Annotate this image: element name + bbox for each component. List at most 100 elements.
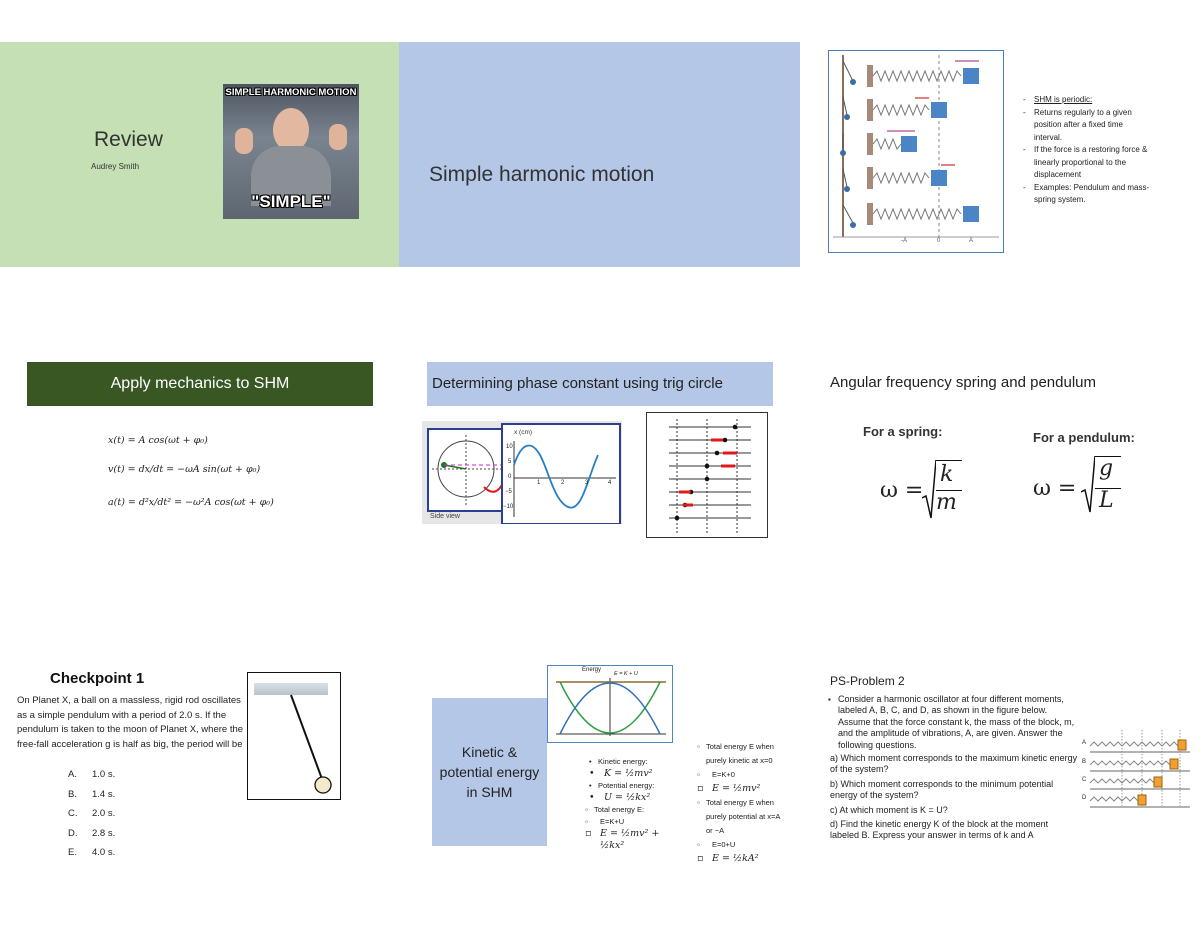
sqrt-sign xyxy=(1081,456,1095,513)
pendulum-L: L xyxy=(1099,488,1114,513)
option-e[interactable]: E.4.0 s. xyxy=(68,847,116,859)
pendulum-figure xyxy=(247,672,341,800)
row-1 xyxy=(867,60,979,87)
option-b[interactable]: B.1.4 s. xyxy=(68,788,116,800)
y-tick-neg10: −10 xyxy=(503,504,514,510)
pendulum-ceiling xyxy=(254,683,328,695)
mass-spring-figure: -A 0 A xyxy=(828,50,1004,253)
option-c[interactable]: C.2.0 s. xyxy=(68,808,116,820)
potential-curve xyxy=(559,681,661,734)
title-box: Kinetic & potential energy in SHM xyxy=(432,698,547,846)
meme-figure-head xyxy=(273,108,309,152)
purely-potential-label: Total energy E when purely potential at … xyxy=(697,796,788,838)
slide-title: PS-Problem 2 xyxy=(830,674,905,688)
slide-title: Checkpoint 1 xyxy=(50,670,145,687)
kinetic-curve xyxy=(559,682,661,735)
eq-velocity: v(t) = dx/dt = −ωA sin(ωt + φ₀) xyxy=(108,464,261,475)
pendulums xyxy=(840,60,856,228)
slide-title-banner: Apply mechanics to SHM xyxy=(27,362,373,406)
purely-kinetic-label: Total energy E when purely kinetic at x=… xyxy=(697,740,788,768)
axis-tick-neg: -A xyxy=(901,238,907,244)
kinetic-formula: K = ½mv² xyxy=(589,768,686,780)
oscillator-svg xyxy=(1089,730,1190,808)
trig-circle-figure: Side view x (cm) 10 5 0 −5 −10 1 2 3 4 xyxy=(422,421,622,525)
y-tick-neg5: −5 xyxy=(505,489,512,495)
spring-formula: ω = k m xyxy=(880,456,980,526)
motion-diagram-svg xyxy=(669,419,751,533)
meme-hand-right xyxy=(329,124,347,150)
meme-figure-body xyxy=(251,146,331,206)
problem-text: Consider a harmonic oscillator at four d… xyxy=(828,694,1078,842)
question-b: b) Which moment corresponds to the minim… xyxy=(830,778,1054,801)
meme-bottom-text: "SIMPLE" xyxy=(251,192,331,211)
slide-title: Simple harmonic motion xyxy=(429,163,655,186)
mass-spring-diagram xyxy=(833,55,999,238)
purely-potential-formula: E = ½kA² xyxy=(697,852,788,866)
x-tick-4: 4 xyxy=(608,480,612,486)
pendulum-formula: ω = g L xyxy=(1033,456,1133,526)
eq-acceleration: a(t) = d²x/dt² = −ω²A cos(ωt + φ₀) xyxy=(108,497,274,508)
potential-label: Potential energy: xyxy=(589,780,686,792)
potential-formula: U = ½kx² xyxy=(589,792,686,804)
question-d: d) Find the kinetic energy K of the bloc… xyxy=(830,819,1049,841)
label-d: D xyxy=(1082,795,1087,801)
energy-axis-label: Energy xyxy=(582,667,602,673)
trig-circle-svg xyxy=(427,423,621,525)
slide-phase-constant[interactable]: Determining phase constant using trig ci… xyxy=(400,360,800,585)
question-a: a) Which moment corresponds to the maxim… xyxy=(830,753,1078,775)
energy-chart: Energy E = K + U xyxy=(547,665,673,743)
axis-tick-zero: 0 xyxy=(937,238,941,244)
kinetic-label: Kinetic energy: xyxy=(589,756,686,768)
slide-title: Determining phase constant using trig ci… xyxy=(432,375,723,392)
slide-title: Kinetic & potential energy in SHM xyxy=(439,744,540,800)
bullet-returns: Returns regularly to a given position af… xyxy=(1023,107,1152,145)
spring-k: k xyxy=(940,462,954,487)
label-b: B xyxy=(1082,759,1087,765)
pendulum-label: For a pendulum: xyxy=(1033,430,1135,445)
axis-tick-pos: A xyxy=(969,238,974,244)
total-energy-label: E = K + U xyxy=(614,671,638,677)
slide-apply-mechanics[interactable]: Apply mechanics to SHM x(t) = A cos(ωt +… xyxy=(0,360,400,585)
pendulum-svg xyxy=(290,694,332,794)
eq-position: x(t) = A cos(ωt + φ₀) xyxy=(108,435,208,446)
option-d[interactable]: D.2.8 s. xyxy=(68,827,116,839)
label-a: A xyxy=(1082,740,1087,746)
slide-angular-frequency[interactable]: Angular frequency spring and pendulum Fo… xyxy=(800,360,1200,585)
energy-chart-svg xyxy=(556,678,666,736)
y-tick-5: 5 xyxy=(508,459,512,465)
slide-title: Apply mechanics to SHM xyxy=(110,375,290,392)
total-sum: E=K+U xyxy=(585,816,686,828)
purely-potential-sum: E=0+U xyxy=(697,838,788,852)
slide-shm-periodic[interactable]: -A 0 A SHM is periodic: Returns regularl… xyxy=(800,42,1200,267)
slide-checkpoint[interactable]: Checkpoint 1 On Planet X, a ball on a ma… xyxy=(0,668,400,893)
option-a[interactable]: A.1.0 s. xyxy=(68,769,116,780)
spring-label: For a spring: xyxy=(863,424,943,439)
slide-shm-title[interactable]: Simple harmonic motion xyxy=(399,42,800,267)
side-view-label: Side view xyxy=(430,513,460,520)
energy-right-list: Total energy E when purely kinetic at x=… xyxy=(694,740,788,866)
slide-title: Review xyxy=(94,128,163,151)
bullet-periodic: SHM is periodic: xyxy=(1023,94,1152,107)
slide-title: Angular frequency spring and pendulum xyxy=(830,374,1097,391)
y-tick-0: 0 xyxy=(508,474,512,480)
total-formula: E = ½mv² + ½kx² xyxy=(585,828,686,852)
meme-hand-left xyxy=(235,128,253,154)
row-4 xyxy=(867,164,955,189)
pendulum-g: g xyxy=(1099,456,1114,481)
slide-ps-problem[interactable]: PS-Problem 2 Consider a harmonic oscilla… xyxy=(800,668,1200,893)
row-2 xyxy=(867,97,947,121)
slide-review[interactable]: Review Audrey Smith SIMPLE HARMONIC MOTI… xyxy=(0,42,399,267)
meme-top-text: SIMPLE HARMONIC MOTION xyxy=(225,87,357,98)
purely-kinetic-sum: E=K+0 xyxy=(697,768,788,782)
x-tick-1: 1 xyxy=(537,480,541,486)
energy-left-list: Kinetic energy: K = ½mv² Potential energ… xyxy=(585,756,686,852)
row-5 xyxy=(867,203,979,225)
x-tick-3: 3 xyxy=(585,480,589,486)
total-label: Total energy E: xyxy=(585,804,686,816)
author-name: Audrey Smith xyxy=(91,162,140,171)
slide-energy[interactable]: Kinetic & potential energy in SHM Energy… xyxy=(400,665,800,893)
periodic-bullets: SHM is periodic: Returns regularly to a … xyxy=(1022,94,1152,207)
spring-m: m xyxy=(936,490,957,515)
x-cm-label: x (cm) xyxy=(514,429,533,436)
question-text: On Planet X, a ball on a massless, rigid… xyxy=(17,695,244,750)
